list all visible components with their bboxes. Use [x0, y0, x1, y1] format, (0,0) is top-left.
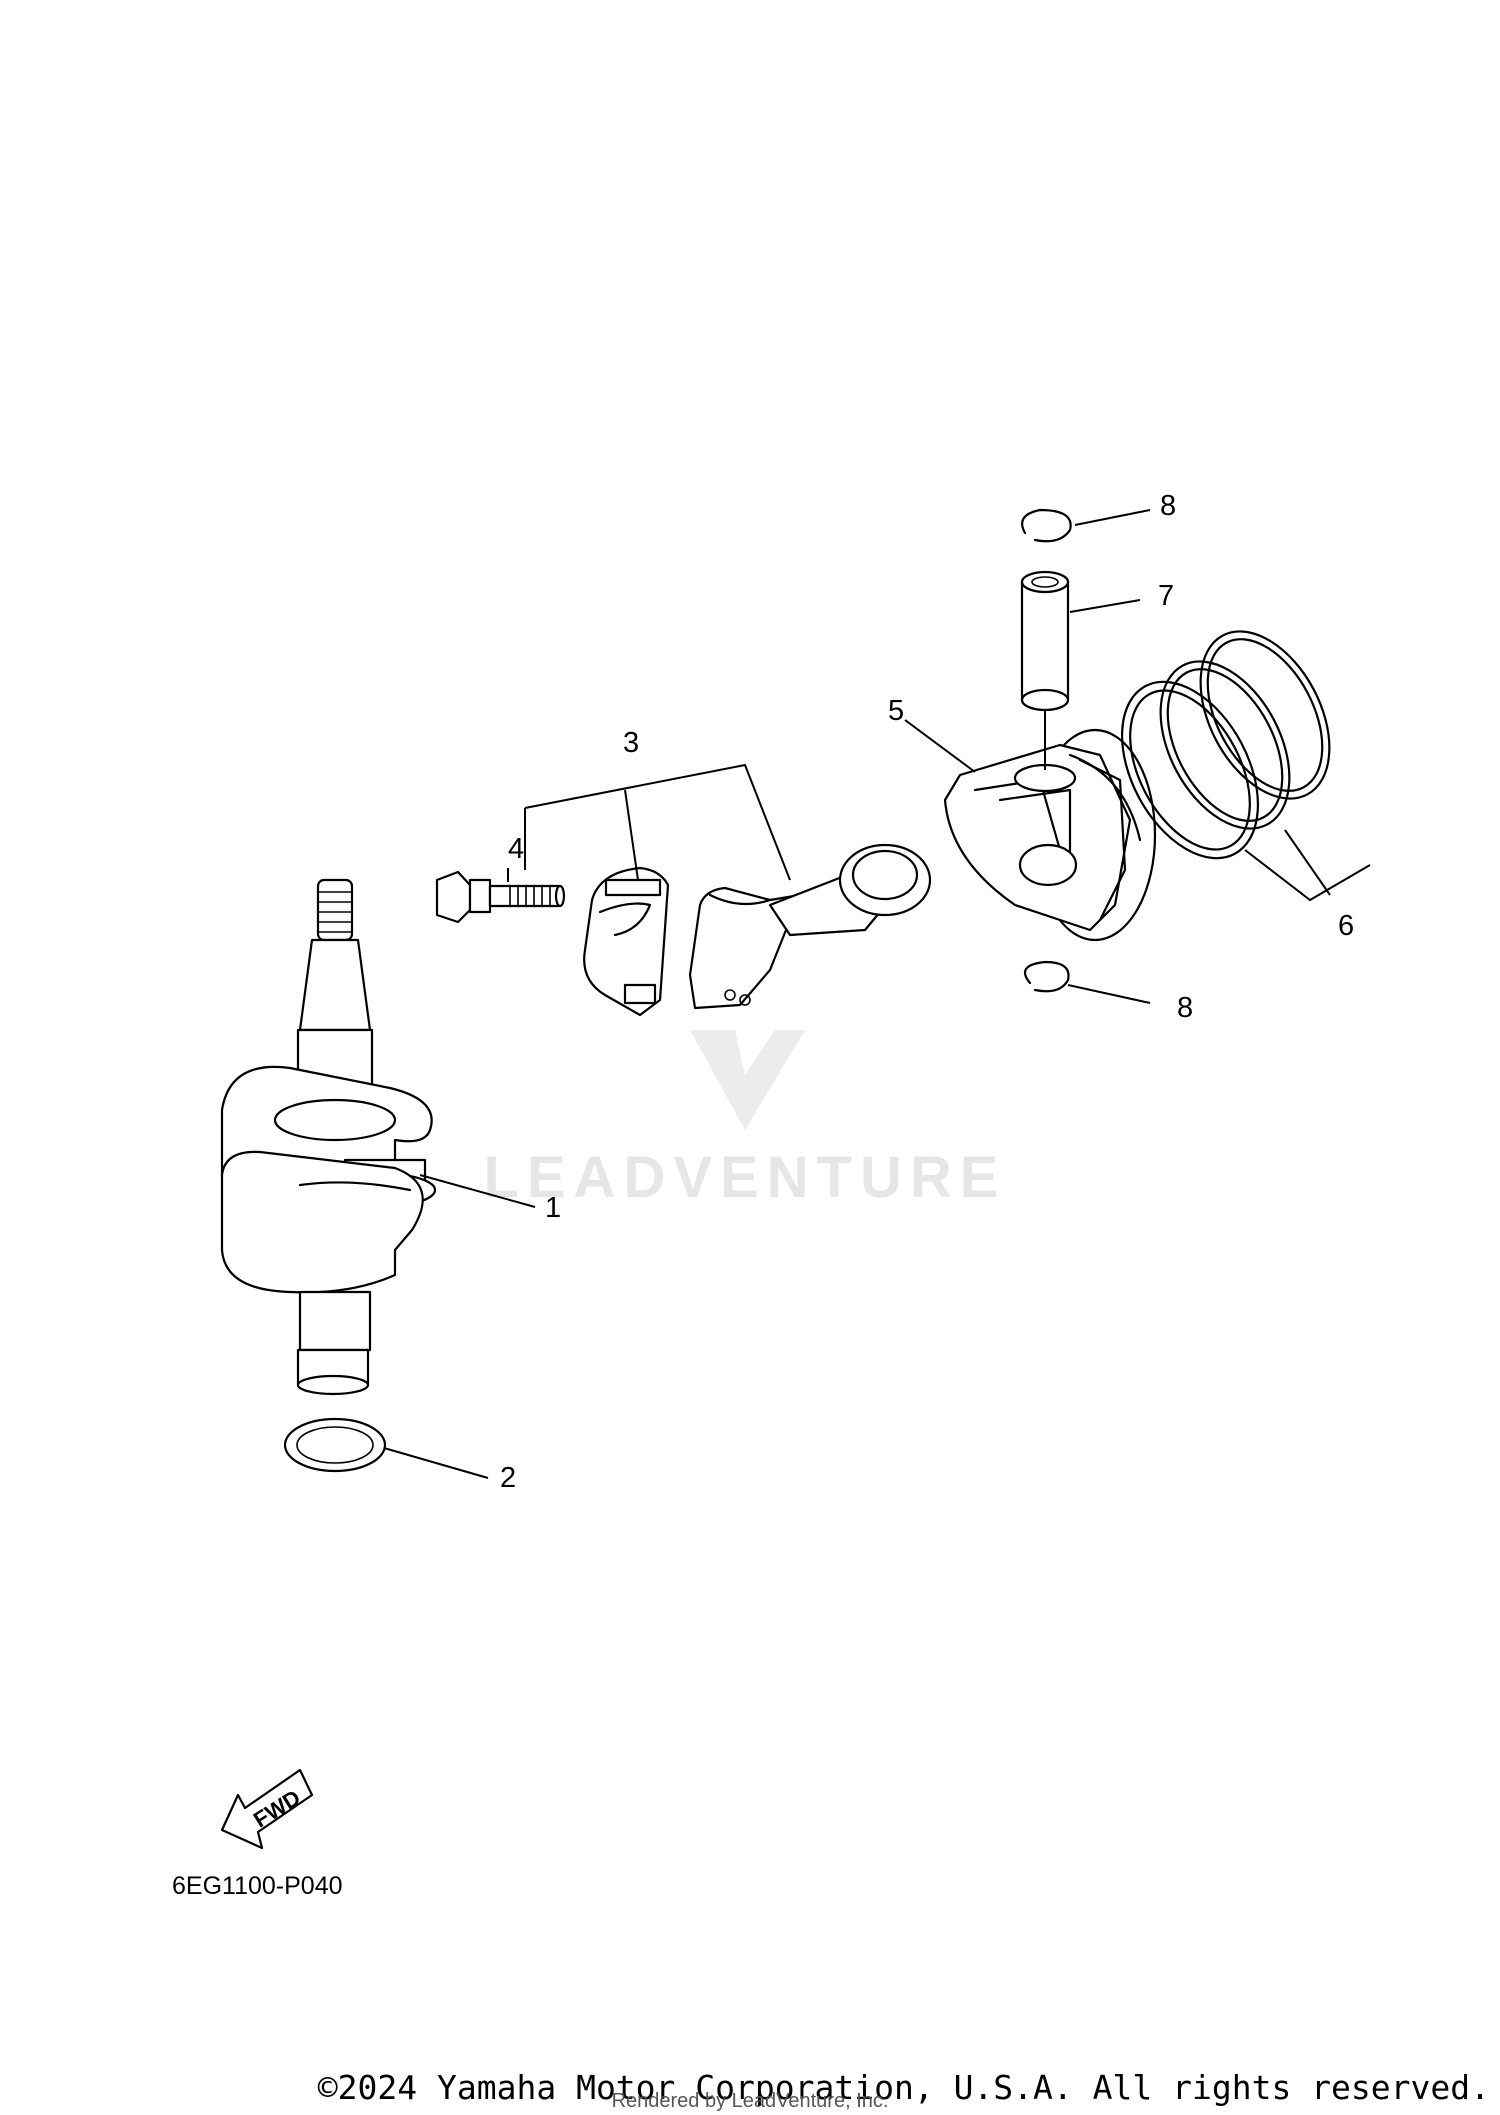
callout-numbers: 1 2 3 4 5 6 7 8 8	[500, 490, 1354, 1494]
bolt	[435, 870, 566, 924]
fwd-arrow-icon: FWD	[220, 1768, 314, 1850]
rendered-by-notice: Rendered by LeadVenture, Inc.	[611, 2090, 889, 2112]
callout-3: 3	[623, 727, 639, 759]
callout-4: 4	[508, 833, 524, 865]
callout-1: 1	[545, 1192, 561, 1224]
crankshaft	[220, 878, 437, 1396]
callout-7: 7	[1158, 580, 1174, 612]
callout-6: 6	[1338, 910, 1354, 942]
circlip-bottom	[1023, 960, 1070, 993]
callout-8-top: 8	[1160, 490, 1176, 522]
piston-ring-set	[1120, 630, 1331, 860]
copyright-notice: ©2024 Yamaha Motor Corporation, U.S.A. A…	[317, 2068, 1490, 2107]
piston-pin	[1020, 570, 1070, 712]
watermark-text: LEADVENTURE	[483, 1145, 1006, 1210]
watermark-logo-icon	[690, 1030, 805, 1130]
piston	[943, 728, 1157, 942]
connecting-rod	[688, 843, 932, 1010]
leader-lines	[383, 509, 1371, 1479]
diagram-code: 6EG1100-P040	[172, 1872, 343, 1900]
callout-2: 2	[500, 1462, 516, 1494]
circlip-top	[1021, 508, 1072, 543]
callout-8-bottom: 8	[1177, 992, 1193, 1024]
connecting-rod-cap	[583, 866, 670, 1017]
callout-5: 5	[888, 695, 904, 727]
watermark: LEADVENTURE	[483, 1030, 1006, 1210]
washer	[283, 1417, 387, 1473]
